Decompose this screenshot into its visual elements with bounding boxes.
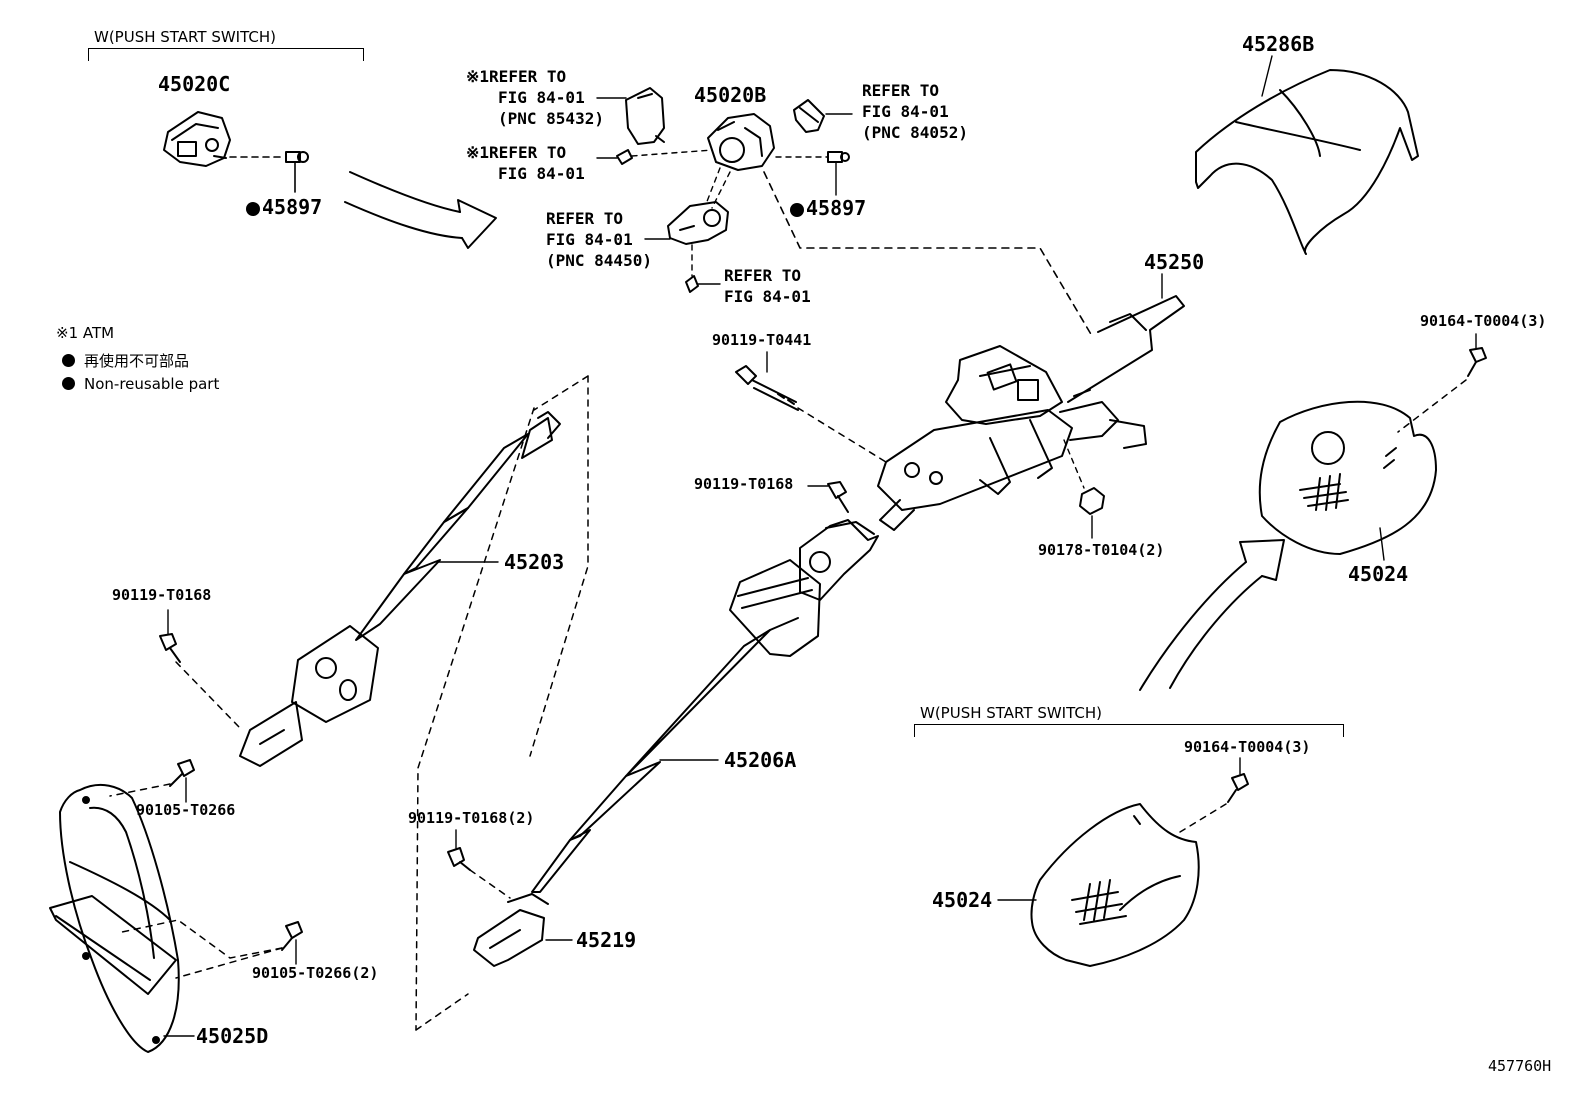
non-reusable-dot-icon: [62, 377, 75, 390]
part-label-45250[interactable]: 45250: [1144, 250, 1205, 274]
part-label-90178-T0104[interactable]: 90178-T0104(2): [1038, 541, 1165, 559]
screw-45897-left-drawing[interactable]: [285, 151, 309, 163]
part-label-45020B[interactable]: 45020B: [694, 83, 767, 107]
part-45020B-drawing[interactable]: [707, 113, 775, 171]
non-reusable-dot-icon: [790, 203, 804, 217]
non-reusable-dot-icon: [62, 354, 75, 367]
push-start-bracket-bottom: [914, 724, 1344, 737]
part-label-45897-right[interactable]: 45897: [790, 198, 866, 218]
part-label-90164-T0004-top[interactable]: 90164-T0004(3): [1420, 312, 1547, 330]
part-85432-drawing[interactable]: [625, 87, 665, 145]
part-label-90119-T0168-mid[interactable]: 90119-T0168: [694, 475, 794, 493]
diagram-code: 457760H: [1488, 1057, 1552, 1075]
reference-fig-84-01-a[interactable]: ※1REFER TO FIG 84-01: [466, 143, 585, 183]
push-start-label-bottom: W(PUSH START SWITCH): [920, 704, 1102, 722]
part-45020C-drawing[interactable]: [163, 111, 231, 167]
part-45203-drawing[interactable]: [239, 411, 561, 767]
part-label-45286B[interactable]: 45286B: [1242, 32, 1315, 56]
bolt-90119-T0168-2-drawing[interactable]: [447, 847, 471, 871]
nut-90178-drawing[interactable]: [1079, 487, 1105, 515]
bolt-90119-T0168-mid-drawing[interactable]: [827, 481, 849, 513]
reference-84450[interactable]: REFER TO FIG 84-01 (PNC 84450): [546, 209, 652, 270]
part-label-45024-right[interactable]: 45024: [1348, 562, 1409, 586]
legend-non-reusable-jp: 再使用不可部品: [62, 350, 189, 371]
reference-85432[interactable]: ※1REFER TO FIG 84-01 (PNC 85432): [466, 67, 604, 128]
screw-90105-T0266-drawing[interactable]: [169, 759, 195, 787]
direction-arrow-top: [344, 171, 497, 249]
legend-non-reusable-en: Non-reusable part: [62, 375, 219, 393]
part-45025D-drawing[interactable]: [49, 783, 180, 1053]
part-label-45025D[interactable]: 45025D: [196, 1024, 269, 1048]
part-45250-drawing[interactable]: [877, 295, 1185, 531]
part-label-45219[interactable]: 45219: [576, 928, 637, 952]
part-label-90105-T0266-2[interactable]: 90105-T0266(2): [252, 964, 379, 982]
part-45206A-drawing[interactable]: [531, 519, 879, 893]
push-start-bracket-top: [88, 48, 364, 61]
screw-90105-T0266-2-drawing[interactable]: [281, 921, 303, 951]
screw-90164-bottom-drawing[interactable]: [1227, 773, 1249, 803]
part-45024-right-drawing[interactable]: [1258, 400, 1437, 555]
legend-mark-line: ※1 ATM: [56, 324, 115, 342]
part-label-90119-T0168-2[interactable]: 90119-T0168(2): [408, 809, 535, 827]
part-label-90105-T0266[interactable]: 90105-T0266: [136, 801, 236, 819]
bolt-90119-T0168-left-drawing[interactable]: [159, 633, 181, 663]
part-label-45020C[interactable]: 45020C: [158, 72, 231, 96]
non-reusable-dot-icon: [246, 202, 260, 216]
part-84052-drawing[interactable]: [793, 99, 825, 133]
part-label-45897-left[interactable]: 45897: [246, 197, 322, 217]
part-label-90119-T0168-left[interactable]: 90119-T0168: [112, 586, 212, 604]
reference-fig-84-01-b[interactable]: REFER TO FIG 84-01: [724, 266, 811, 306]
part-45024-bottom-drawing[interactable]: [1030, 803, 1200, 967]
push-start-label-top: W(PUSH START SWITCH): [94, 28, 276, 46]
part-label-45024-bottom[interactable]: 45024: [932, 888, 993, 912]
part-label-90164-T0004-bottom[interactable]: 90164-T0004(3): [1184, 738, 1311, 756]
direction-arrow-bottom: [1139, 539, 1285, 691]
dashed-outline-shaft: [415, 407, 535, 1031]
part-45286B-drawing[interactable]: [1195, 69, 1419, 255]
part-label-90119-T0441[interactable]: 90119-T0441: [712, 331, 812, 349]
reference-84052[interactable]: REFER TO FIG 84-01 (PNC 84052): [862, 81, 968, 142]
part-45219-drawing[interactable]: [473, 893, 549, 967]
screw-90164-top-drawing[interactable]: [1469, 347, 1487, 363]
part-label-45206A[interactable]: 45206A: [724, 748, 797, 772]
bolt-90119-T0441-drawing[interactable]: [735, 365, 799, 411]
part-label-45203[interactable]: 45203: [504, 550, 565, 574]
part-84450-drawing[interactable]: [667, 201, 729, 245]
